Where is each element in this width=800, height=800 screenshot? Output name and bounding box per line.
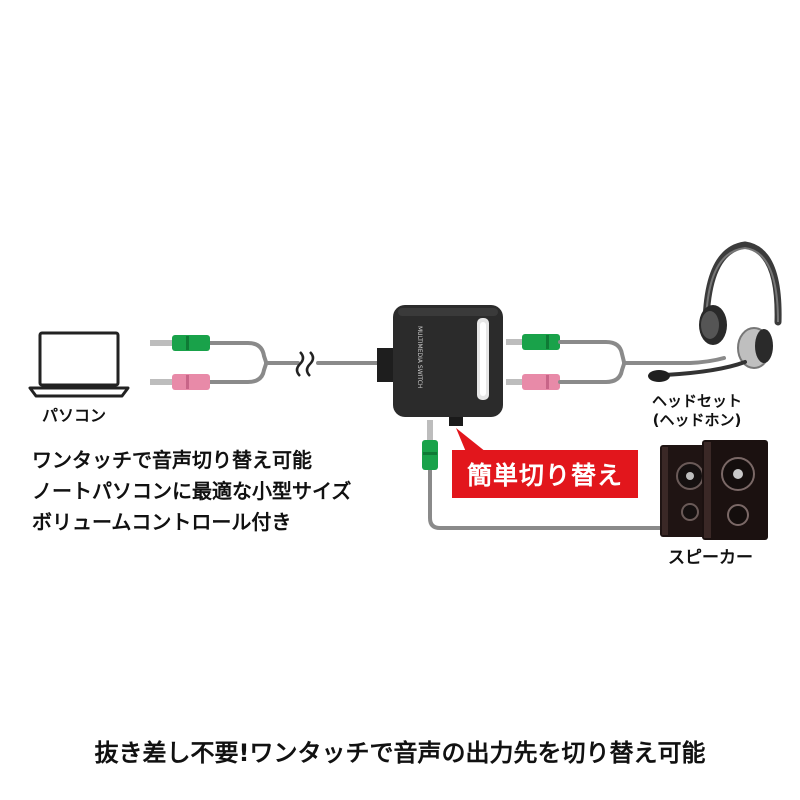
- headset-icon: [648, 241, 782, 382]
- feature-list: ワンタッチで音声切り替え可能 ノートパソコンに最適な小型サイズ ボリュームコント…: [32, 445, 351, 538]
- headset-label-line1: ヘッドセット: [652, 392, 743, 410]
- pc-label: パソコン: [42, 406, 107, 425]
- switch-device-icon: [377, 305, 503, 426]
- easy-switch-callout: 簡単切り替え: [452, 450, 638, 498]
- feature-item: ワンタッチで音声切り替え可能: [32, 448, 312, 472]
- feature-item: ノートパソコンに最適な小型サイズ: [32, 479, 352, 503]
- headset-label-line2: (ヘッドホン): [652, 411, 742, 429]
- bottom-cable: [428, 466, 670, 530]
- feature-item: ボリュームコントロール付き: [32, 510, 292, 534]
- bottom-green-plug: [422, 420, 438, 470]
- callout-pointer: [456, 428, 486, 452]
- right-pink-plug: [506, 374, 560, 390]
- speaker-label: スピーカー: [668, 548, 753, 568]
- bottom-caption: 抜き差し不要!ワンタッチで音声の出力先を切り替え可能: [94, 739, 706, 767]
- headset-label: ヘッドセット (ヘッドホン): [652, 392, 742, 430]
- left-pink-plug: [150, 374, 210, 390]
- right-green-plug: [506, 334, 560, 350]
- cable-break-mark: [295, 351, 315, 377]
- laptop-icon: [28, 331, 130, 398]
- left-green-plug: [150, 335, 210, 351]
- speaker-icon: [660, 440, 768, 540]
- right-cables: [558, 340, 726, 384]
- device-brand-text: MULTIMEDIA SWITCH: [416, 326, 423, 388]
